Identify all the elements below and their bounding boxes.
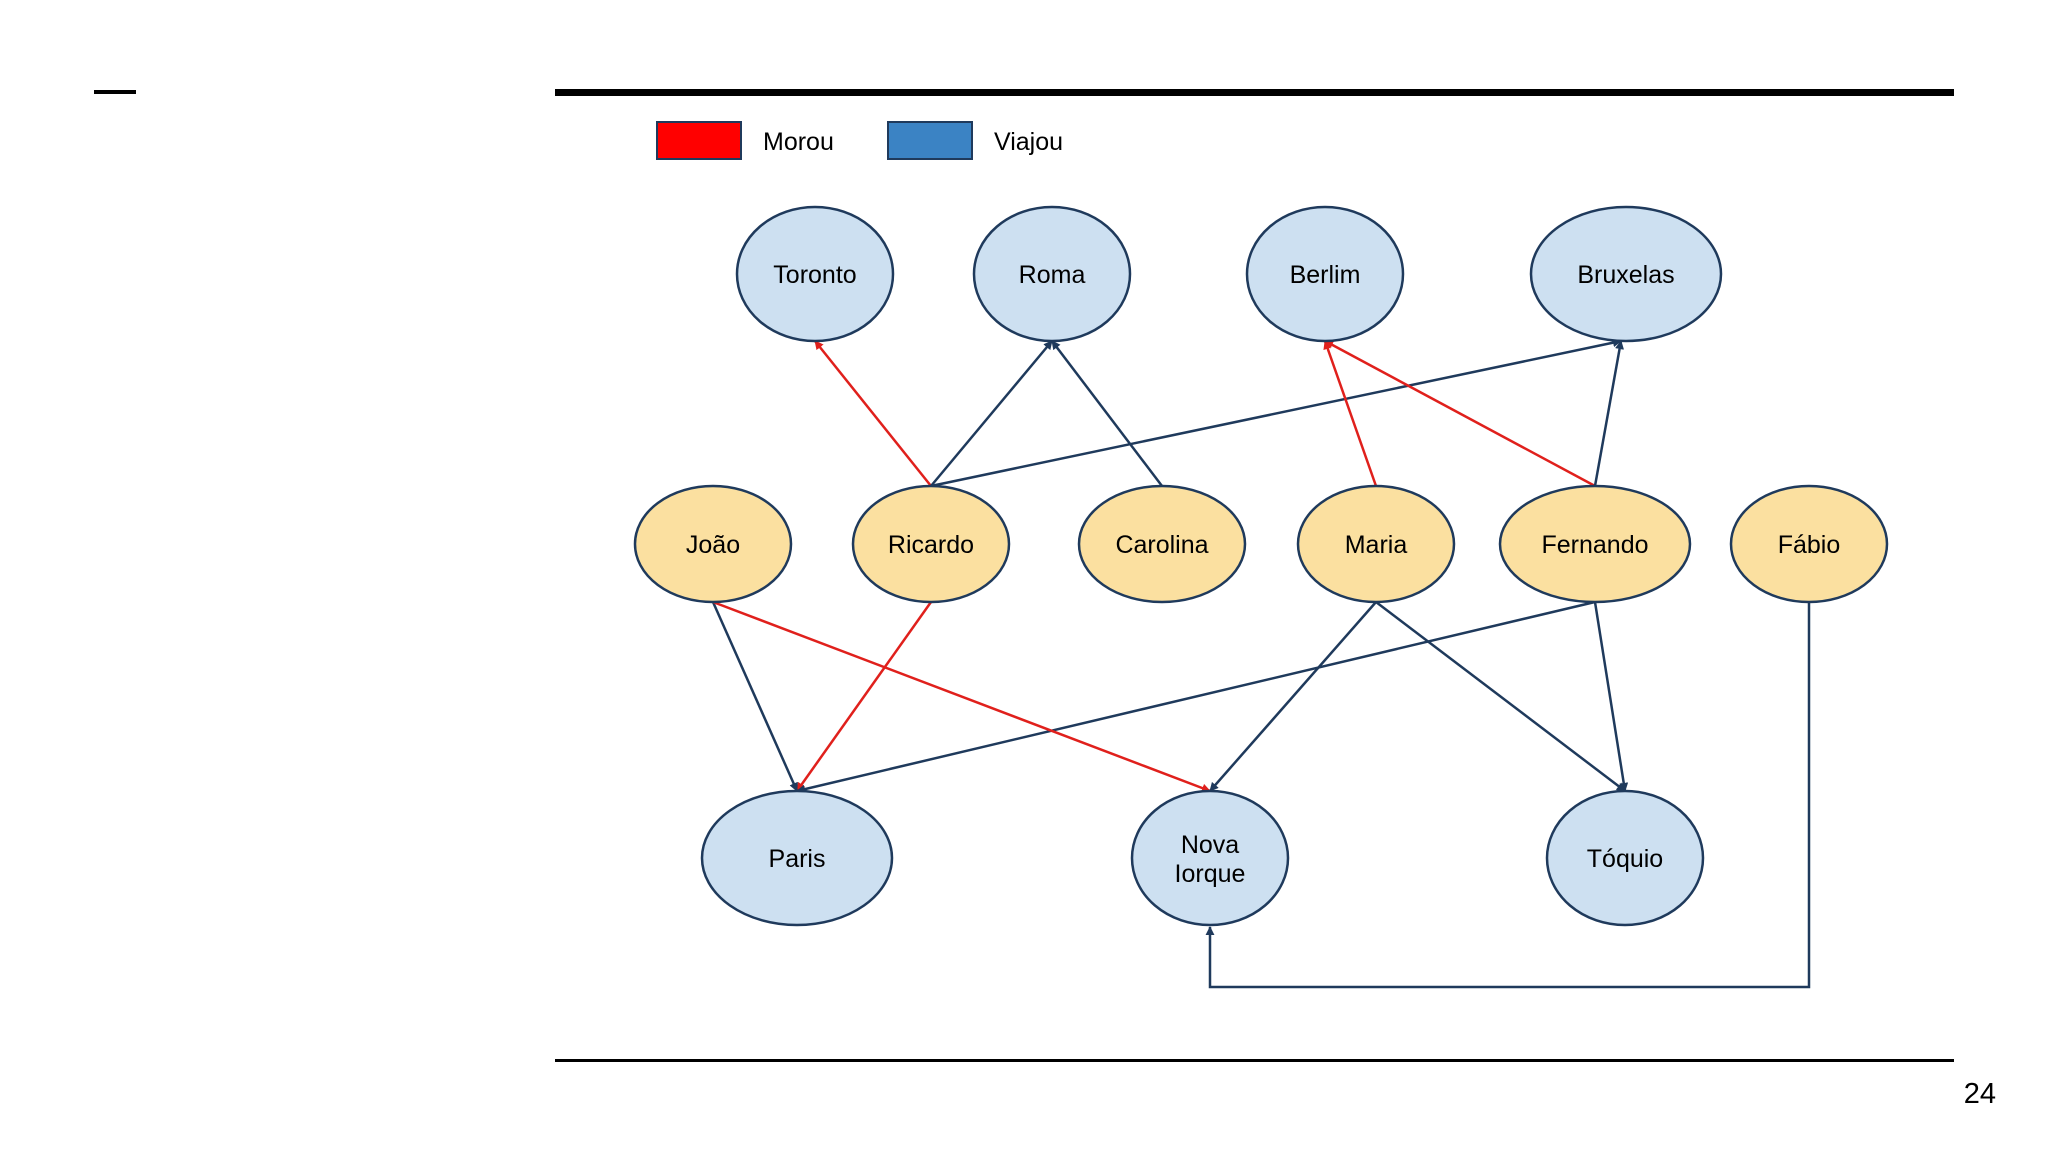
node-carolina: Carolina: [1077, 484, 1247, 604]
city-nodes: Toronto Roma Berlim Bruxelas Paris Nova: [700, 205, 1723, 927]
edge-viajou-joao-to-paris: [711, 601, 799, 792]
node-label-toquio: Tóquio: [1587, 845, 1663, 873]
node-label-nova-iorque-line2: Iorque: [1175, 860, 1246, 888]
page-number: 24: [1963, 1078, 1996, 1110]
edge-viajou-maria-to-toquio: [1375, 601, 1626, 792]
node-nova-iorque: Nova Iorque: [1130, 789, 1290, 927]
edge-viajou-fernando-to-paris: [796, 600, 1596, 794]
node-roma: Roma: [972, 205, 1132, 343]
node-ricardo: Ricardo: [851, 484, 1011, 604]
node-label-bruxelas: Bruxelas: [1577, 261, 1674, 289]
legend-swatch-morou: [656, 121, 742, 160]
node-bruxelas: Bruxelas: [1529, 205, 1723, 343]
node-label-carolina: Carolina: [1115, 531, 1208, 559]
top-rule: [555, 89, 1954, 96]
node-label-nova-iorque-line1: Nova: [1181, 831, 1239, 859]
node-label-fabio: Fábio: [1778, 531, 1841, 559]
edge-viajou-ricardo-to-bruxelas: [930, 338, 1622, 488]
node-label-joao: João: [686, 531, 740, 559]
legend-label-morou: Morou: [763, 128, 834, 156]
edge-viajou-carolina-to-roma: [1051, 340, 1163, 487]
node-berlim: Berlim: [1245, 205, 1405, 343]
legend-swatch-viajou: [887, 121, 973, 160]
legend-label-viajou: Viajou: [994, 128, 1063, 156]
edge-viajou-maria-to-nova_iorque: [1209, 601, 1377, 792]
edge-morou-ricardo-to-paris: [795, 601, 933, 792]
node-fabio: Fábio: [1729, 484, 1889, 604]
node-label-paris: Paris: [769, 845, 826, 873]
edge-viajou-fernando-to-toquio: [1593, 601, 1629, 792]
edge-morou-joao-to-nova_iorque: [712, 600, 1211, 793]
node-maria: Maria: [1296, 484, 1456, 604]
legend: Morou Viajou: [656, 121, 1063, 160]
node-label-toronto: Toronto: [773, 261, 856, 289]
edge-morou-fernando-to-berlim: [1324, 339, 1596, 488]
edges: [711, 338, 1811, 989]
node-label-berlim: Berlim: [1290, 261, 1361, 289]
person-nodes: João Ricardo Carolina Maria Fernando Fáb…: [633, 484, 1889, 604]
node-label-fernando: Fernando: [1541, 531, 1648, 559]
node-toronto: Toronto: [735, 205, 895, 343]
edge-viajou-ricardo-to-roma: [930, 340, 1053, 487]
bottom-rule: [555, 1059, 1954, 1062]
edge-morou-ricardo-to-toronto: [814, 340, 932, 487]
node-label-roma: Roma: [1019, 261, 1086, 289]
node-joao: João: [633, 484, 793, 604]
node-label-ricardo: Ricardo: [888, 531, 974, 559]
node-fernando: Fernando: [1498, 484, 1692, 604]
edge-viajou-fabio-to-nova_iorque: [1205, 602, 1811, 989]
node-label-maria: Maria: [1345, 531, 1408, 559]
edge-morou-maria-to-berlim: [1323, 340, 1378, 487]
node-paris: Paris: [700, 789, 894, 927]
edge-viajou-fernando-to-bruxelas: [1593, 340, 1624, 487]
corner-dash: [94, 90, 136, 94]
node-toquio: Tóquio: [1545, 789, 1705, 927]
